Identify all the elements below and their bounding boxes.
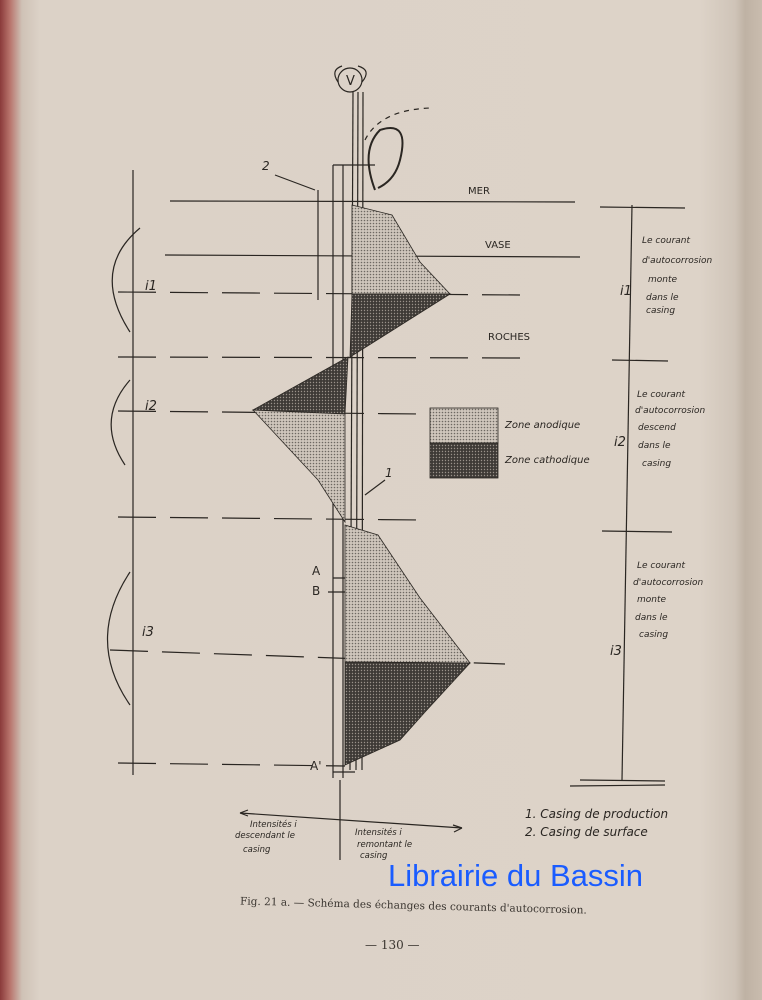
left-current-i3: i3 [142,625,154,640]
svg-text:casing: casing [243,845,271,855]
key-surface-casing: 2. Casing de surface [525,825,648,839]
layer-roches: ROCHES [488,332,530,343]
legend-cathodic: Zone cathodique [504,455,590,466]
leader-1 [364,479,386,496]
cathodic-zone [251,356,349,415]
svg-text:monte: monte [637,595,667,605]
key-production-casing: 1. Casing de production [525,807,668,821]
label-1: 1 [385,466,393,480]
watermark: Librairie du Bassin [388,858,644,893]
svg-text:Le courant: Le courant [637,561,685,571]
voltmeter-icon [337,67,363,93]
svg-text:dans le: dans le [635,613,668,623]
svg-text:casing: casing [646,306,675,316]
anodic-zone [344,524,471,664]
svg-text:descendant le: descendant le [235,831,295,841]
arc-i3 [107,571,131,706]
axis-right-label: Intensités i remontant le casing [355,827,412,861]
legend-cathodic-swatch [429,442,499,479]
svg-text:monte: monte [648,275,678,285]
voltmeter-label: V [346,74,355,89]
svg-text:descend: descend [638,423,676,433]
point-b: B [312,584,320,598]
layer-mer: MER [468,186,490,197]
mer-line [169,200,576,203]
svg-text:Intensités i: Intensités i [355,827,402,838]
right-current-i3: i3 [610,644,622,659]
svg-text:casing: casing [642,459,671,469]
right-current-i1: i1 [620,284,632,299]
svg-text:dans le: dans le [638,441,671,451]
svg-text:dans le: dans le [646,293,679,303]
arc-i1 [111,227,141,333]
cathodic-zone [344,661,471,766]
left-current-i1: i1 [145,279,157,294]
anodic-zone [351,204,451,295]
svg-text:d'autocorrosion: d'autocorrosion [642,256,712,266]
point-a: A [312,564,321,578]
layer-vase: VASE [485,240,511,251]
svg-text:Le courant: Le courant [642,236,690,246]
legend-anodic-swatch [429,407,499,444]
point-a-prime: A' [310,759,322,773]
axis-left-label: Intensités i descendant le casing [235,819,297,855]
svg-text:casing: casing [360,851,388,861]
anodic-zone [252,409,346,524]
svg-text:Le courant: Le courant [637,390,685,400]
legend-anodic: Zone anodique [504,420,580,431]
arc-i2 [110,379,131,466]
svg-text:casing: casing [639,630,668,640]
svg-text:Intensités i: Intensités i [250,819,297,830]
left-current-i2: i2 [145,399,157,414]
leader-2 [274,174,316,191]
dashed-boundaries [109,291,521,767]
svg-text:remontant le: remontant le [357,840,412,850]
svg-text:d'autocorrosion: d'autocorrosion [633,578,703,588]
label-2: 2 [262,159,270,173]
right-current-i2: i2 [614,435,626,450]
page-number: — 130 — [365,938,420,952]
svg-text:d'autocorrosion: d'autocorrosion [635,406,705,416]
right-axis [621,204,633,781]
cathodic-zone [349,293,452,358]
